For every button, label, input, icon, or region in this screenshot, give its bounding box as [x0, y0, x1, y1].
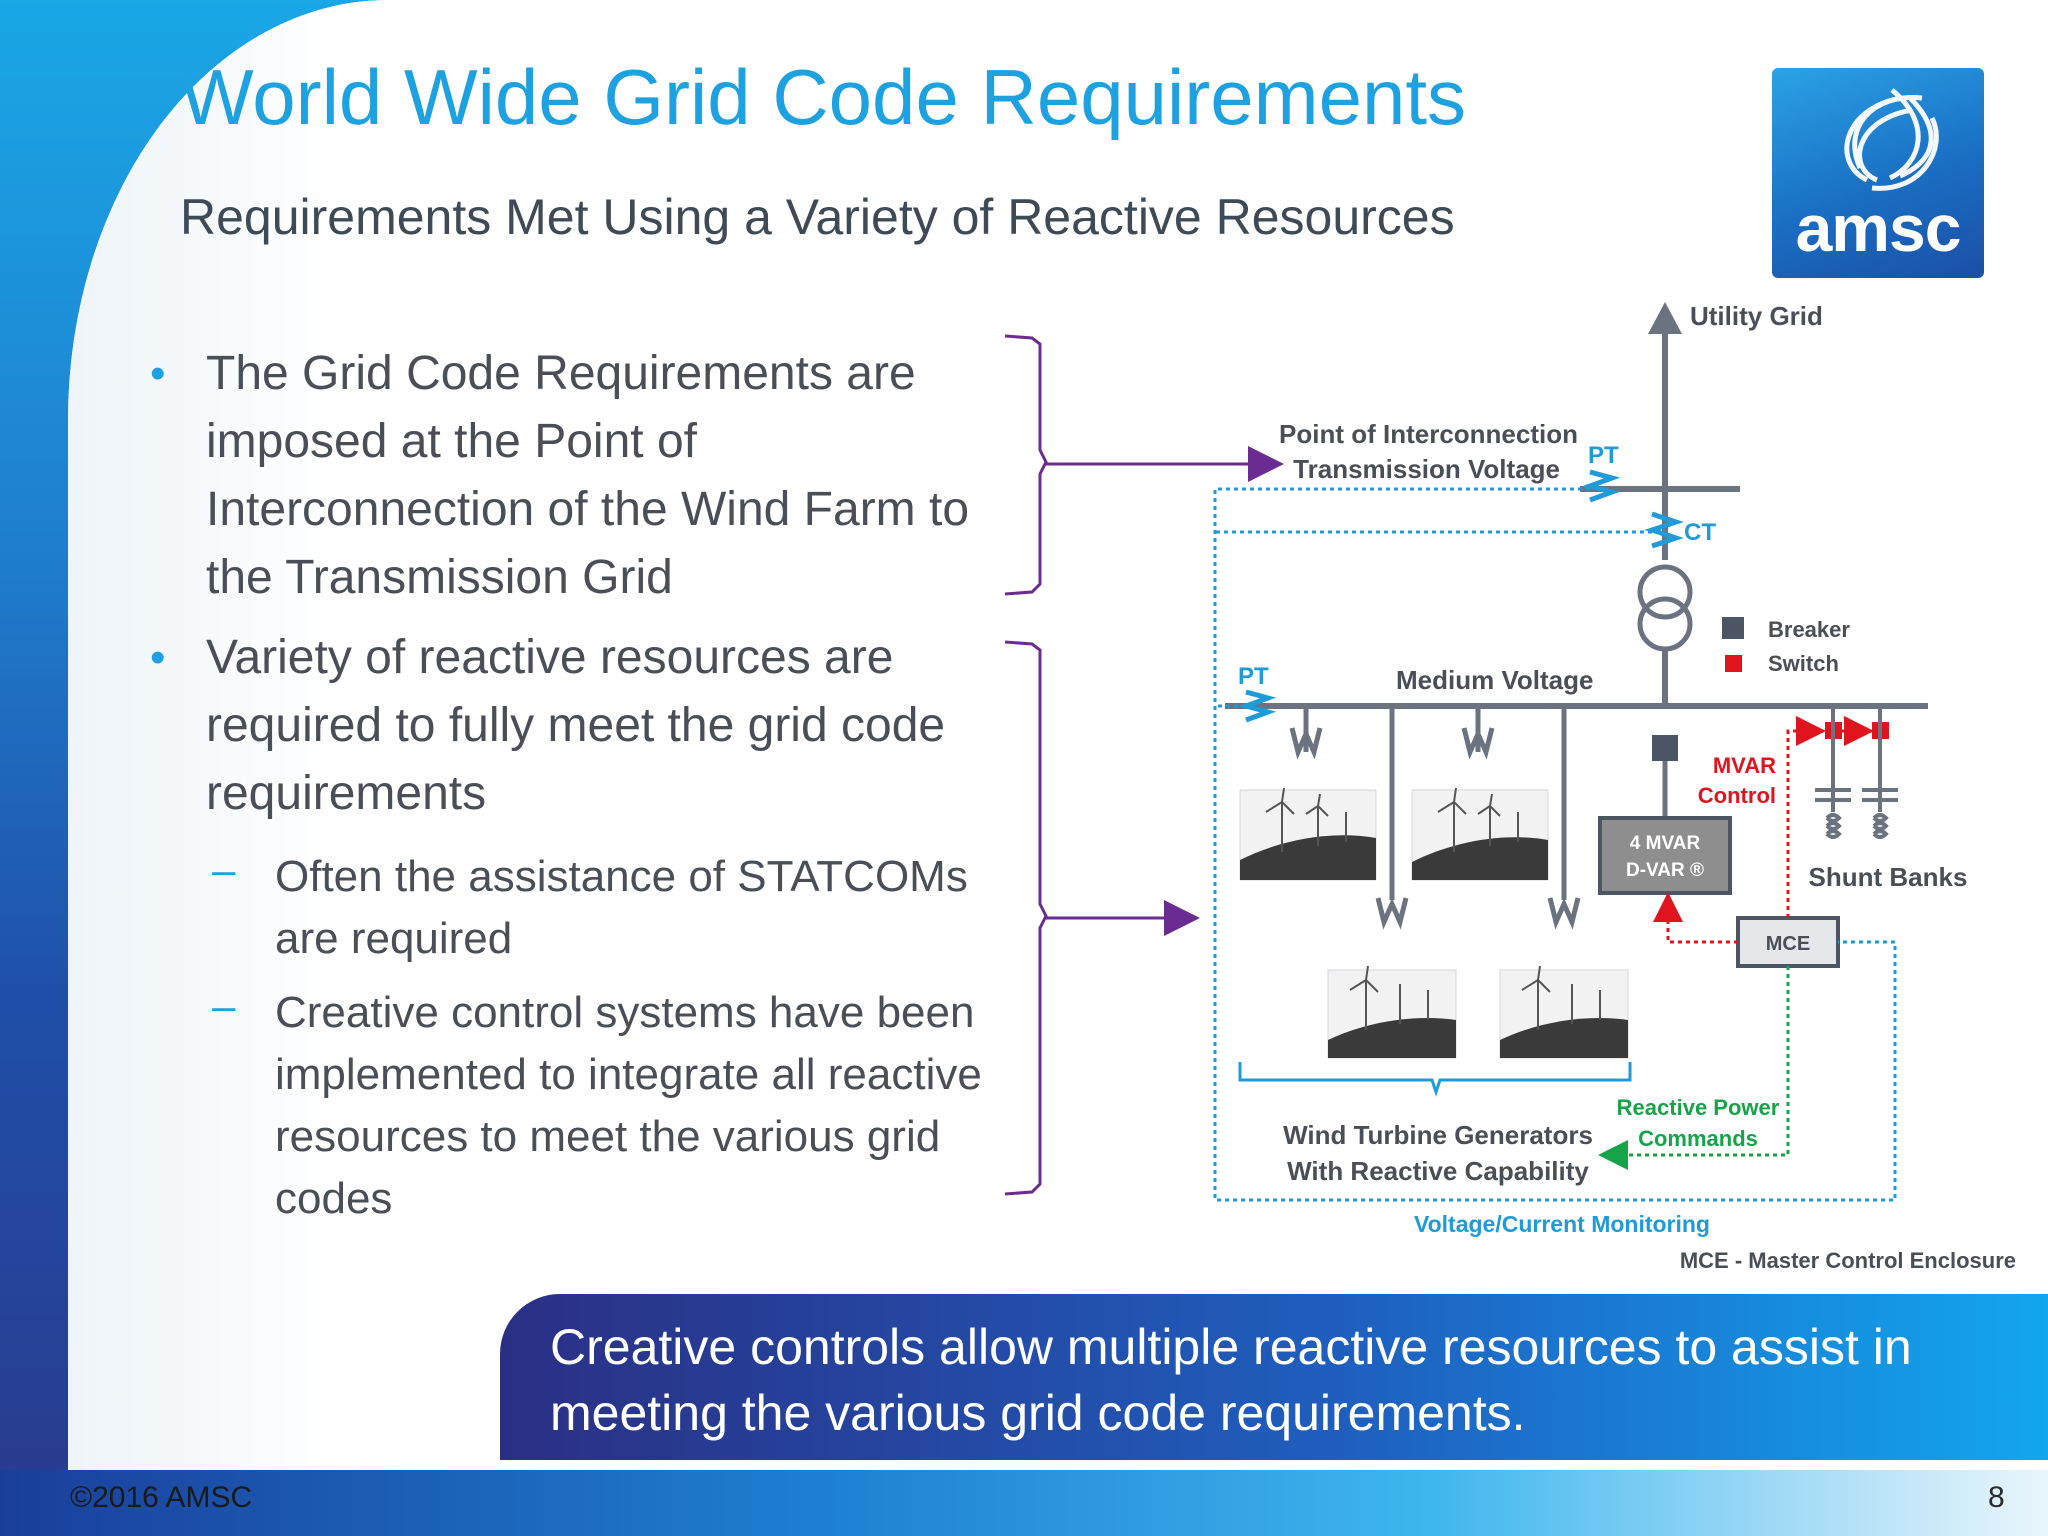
callout-text: Creative controls allow multiple reactiv… [550, 1319, 1912, 1441]
shunt-capacitor-icon-2 [1862, 788, 1898, 839]
poi-label-line2: Transmission Voltage [1293, 454, 1560, 484]
sub-bullet-item: – Often the assistance of STATCOMs are r… [150, 846, 1010, 970]
ct-label: CT [1684, 519, 1716, 546]
sub-bullet-dash: – [212, 982, 236, 1029]
shunt-capacitor-icon-1 [1815, 788, 1851, 839]
legend-switch-label: Switch [1768, 651, 1839, 676]
transformer-upper-coil [1637, 564, 1693, 620]
bracket-top [1004, 334, 1048, 596]
slide-subtitle: Requirements Met Using a Variety of Reac… [180, 189, 1455, 245]
bullet-dot: • [150, 349, 166, 398]
pt-top-label: PT [1588, 442, 1619, 469]
dvar-label-line2: D-VAR ® [1626, 860, 1704, 881]
wind-turbine-image-2 [1411, 787, 1549, 881]
legend-breaker-icon [1722, 617, 1744, 639]
dvar-label-line1: 4 MVAR [1630, 833, 1701, 854]
mce-note: MCE - Master Control Enclosure [1680, 1248, 2016, 1273]
mvar-label-line1: MVAR [1713, 753, 1776, 778]
logo-wordmark: amsc [1795, 191, 1962, 265]
wind-farm-one-line-diagram: Utility Grid Point of Interconnection Tr… [1004, 301, 2016, 1273]
monitoring-label: Voltage/Current Monitoring [1414, 1211, 1710, 1237]
bullet-item: • The Grid Code Requirements are imposed… [150, 340, 1010, 612]
utility-grid-label: Utility Grid [1690, 301, 1823, 331]
wtg-brace [1238, 1062, 1632, 1097]
sub-bullet-item: – Creative control systems have been imp… [150, 982, 1010, 1230]
bullet-text: Variety of reactive resources are requir… [206, 631, 946, 820]
legend-switch-icon [1725, 655, 1742, 672]
medium-voltage-label: Medium Voltage [1396, 665, 1593, 695]
reactive-label-line2: Commands [1638, 1126, 1758, 1151]
reactive-label-line1: Reactive Power [1617, 1095, 1780, 1120]
pt-left-label: PT [1238, 663, 1269, 690]
mce-label: MCE [1766, 933, 1810, 955]
legend-breaker-label: Breaker [1768, 617, 1850, 642]
callout-banner: Creative controls allow multiple reactiv… [500, 1294, 2048, 1460]
wtg-label-line2: With Reactive Capability [1287, 1156, 1589, 1186]
shunt-banks-label: Shunt Banks [1809, 862, 1968, 892]
sub-bullet-text: Creative control systems have been imple… [275, 988, 982, 1223]
amsc-swirl-icon [1844, 88, 1939, 191]
utility-grid-arrow [1648, 302, 1682, 334]
wind-turbine-image-4 [1499, 965, 1629, 1059]
amsc-logo: amsc [1772, 68, 1984, 278]
dvar-breaker-icon [1652, 735, 1678, 761]
sub-bullet-text: Often the assistance of STATCOMs are req… [275, 852, 968, 963]
wtg-label-line1: Wind Turbine Generators [1283, 1120, 1593, 1150]
generator-symbol-3 [1461, 727, 1495, 760]
generator-symbol-1 [1289, 727, 1323, 760]
dvar-box [1598, 816, 1732, 895]
pt-top-coil-icon [1581, 469, 1621, 503]
copyright: ©2016 AMSC [70, 1481, 253, 1514]
bullet-item: • Variety of reactive resources are requ… [150, 624, 1010, 828]
ct-coil-icon [1644, 511, 1684, 549]
transformer-lower-coil [1637, 596, 1693, 652]
footer-strip [0, 1470, 2048, 1536]
bracket-bottom [1004, 640, 1048, 1196]
mvar-control-to-dvar [1653, 892, 1738, 944]
bullet-text: The Grid Code Requirements are imposed a… [206, 347, 970, 604]
slide-title: World Wide Grid Code Requirements [180, 53, 1467, 141]
voltage-current-monitoring-loop [1213, 487, 1897, 1202]
wind-turbine-image-3 [1327, 965, 1457, 1059]
slide-background [68, 0, 2048, 1470]
mvar-control-to-shunt [1786, 716, 1826, 918]
generator-symbol-4 [1547, 897, 1581, 930]
sub-bullet-dash: – [212, 846, 236, 893]
bullet-dot: • [150, 633, 166, 682]
wind-turbine-image-1 [1239, 787, 1377, 881]
page-number: 8 [1988, 1481, 2005, 1514]
poi-label-line1: Point of Interconnection [1279, 419, 1578, 449]
generator-symbol-2 [1375, 897, 1409, 930]
mvar-label-line2: Control [1698, 783, 1776, 808]
